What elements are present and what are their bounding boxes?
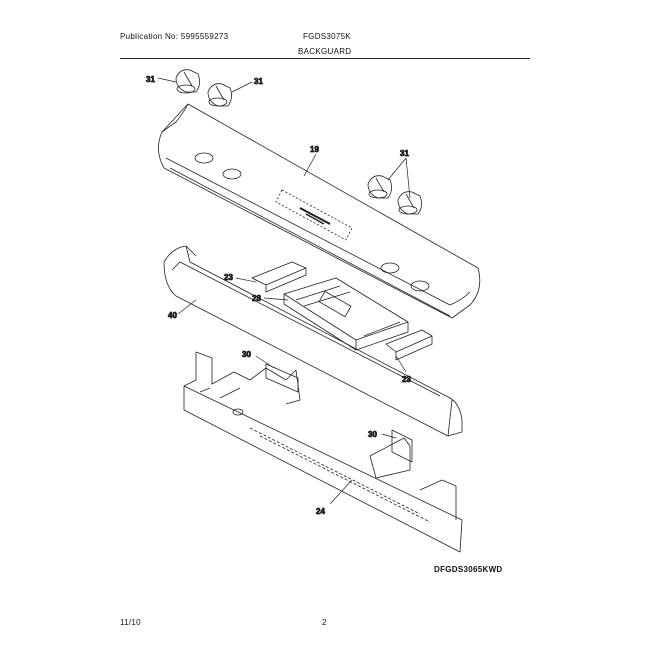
callout-19: 19: [310, 145, 319, 154]
page-number: 2: [322, 618, 327, 627]
callout-30: 30: [242, 350, 251, 359]
section-title: BACKGUARD: [298, 47, 352, 56]
knob-part: [397, 191, 422, 215]
knob-part: [207, 83, 232, 107]
bracket-part: [251, 261, 307, 293]
diagram-code: DFGDS3065KWD: [434, 565, 503, 574]
footer-date: 11/10: [120, 618, 141, 627]
callout-30: 30: [368, 430, 377, 439]
callout-40: 40: [168, 311, 177, 320]
callout-28: 28: [252, 294, 261, 303]
bracket-part: [265, 363, 299, 393]
rear-panel: [183, 351, 463, 553]
bracket-part: [391, 429, 413, 463]
callout-23: 23: [402, 375, 411, 384]
callout-31: 31: [146, 75, 155, 84]
callout-31: 31: [254, 77, 263, 86]
knob-part: [175, 69, 200, 94]
callout-23: 23: [224, 273, 233, 282]
knob-part: [367, 175, 392, 199]
backguard-panel: [158, 103, 481, 319]
publication-number: Publication No: 5995559273: [120, 32, 229, 41]
bracket-part: [385, 329, 433, 361]
control-board: [283, 277, 409, 351]
model-number: FGDS3075K: [303, 32, 352, 41]
leader-lines: [157, 77, 411, 505]
header-divider: [120, 58, 530, 59]
end-trim: [163, 245, 463, 437]
callout-24: 24: [316, 507, 325, 516]
callout-31: 31: [400, 149, 409, 158]
